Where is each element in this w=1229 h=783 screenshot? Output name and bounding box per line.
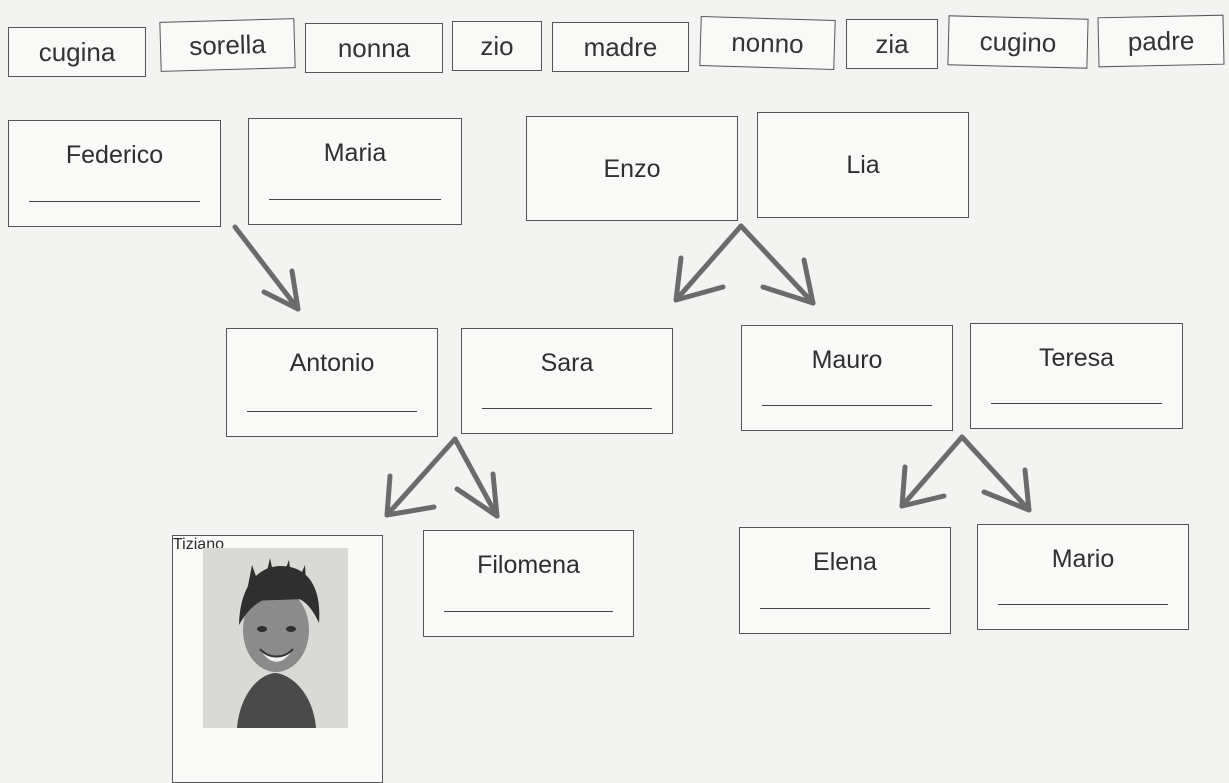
person-box-mario: Mario (977, 524, 1189, 630)
word-chip-cugina: cugina (8, 27, 146, 77)
answer-blank[interactable] (760, 608, 930, 609)
person-name: Enzo (603, 155, 661, 183)
word-chip-zia: zia (846, 19, 938, 69)
person-name: Antonio (289, 349, 375, 377)
person-box-lia: Lia (757, 112, 969, 218)
answer-blank[interactable] (991, 403, 1162, 404)
answer-blank[interactable] (482, 408, 652, 409)
person-box-enzo: Enzo (526, 116, 738, 221)
person-name: Maria (323, 139, 387, 167)
person-box-filomena: Filomena (423, 530, 634, 637)
word-chip-label: madre (583, 31, 658, 62)
person-name: Elena (813, 548, 877, 576)
word-chip-nonna: nonna (305, 23, 443, 73)
person-box-mauro: Mauro (741, 325, 953, 431)
person-card-tiziano: Tiziano (172, 535, 383, 783)
portrait-illustration (203, 548, 348, 728)
person-name: Teresa (1038, 344, 1115, 372)
answer-blank[interactable] (762, 405, 932, 406)
word-chip-label: cugina (38, 36, 116, 67)
word-chip-label: nonna (337, 32, 411, 63)
person-box-antonio: Antonio (226, 328, 438, 437)
answer-blank[interactable] (29, 201, 200, 202)
person-name: Federico (65, 141, 164, 169)
person-box-federico: Federico (8, 120, 221, 227)
word-chip-label: zio (480, 30, 514, 61)
answer-blank[interactable] (269, 199, 441, 200)
person-box-maria: Maria (248, 118, 462, 225)
person-box-teresa: Teresa (970, 323, 1183, 429)
word-chip-zio: zio (452, 21, 542, 71)
word-chip-label: zia (875, 28, 909, 59)
person-name: Mauro (811, 346, 883, 374)
portrait-photo (203, 548, 348, 728)
person-box-sara: Sara (461, 328, 673, 434)
person-name: Mario (1051, 545, 1115, 573)
person-box-elena: Elena (739, 527, 951, 634)
answer-blank[interactable] (444, 611, 613, 612)
answer-blank[interactable] (247, 411, 417, 412)
word-chip-madre: madre (552, 22, 689, 72)
person-name: Sara (540, 349, 594, 377)
answer-blank[interactable] (998, 604, 1168, 605)
person-name: Lia (846, 151, 880, 179)
person-name: Filomena (477, 551, 580, 579)
